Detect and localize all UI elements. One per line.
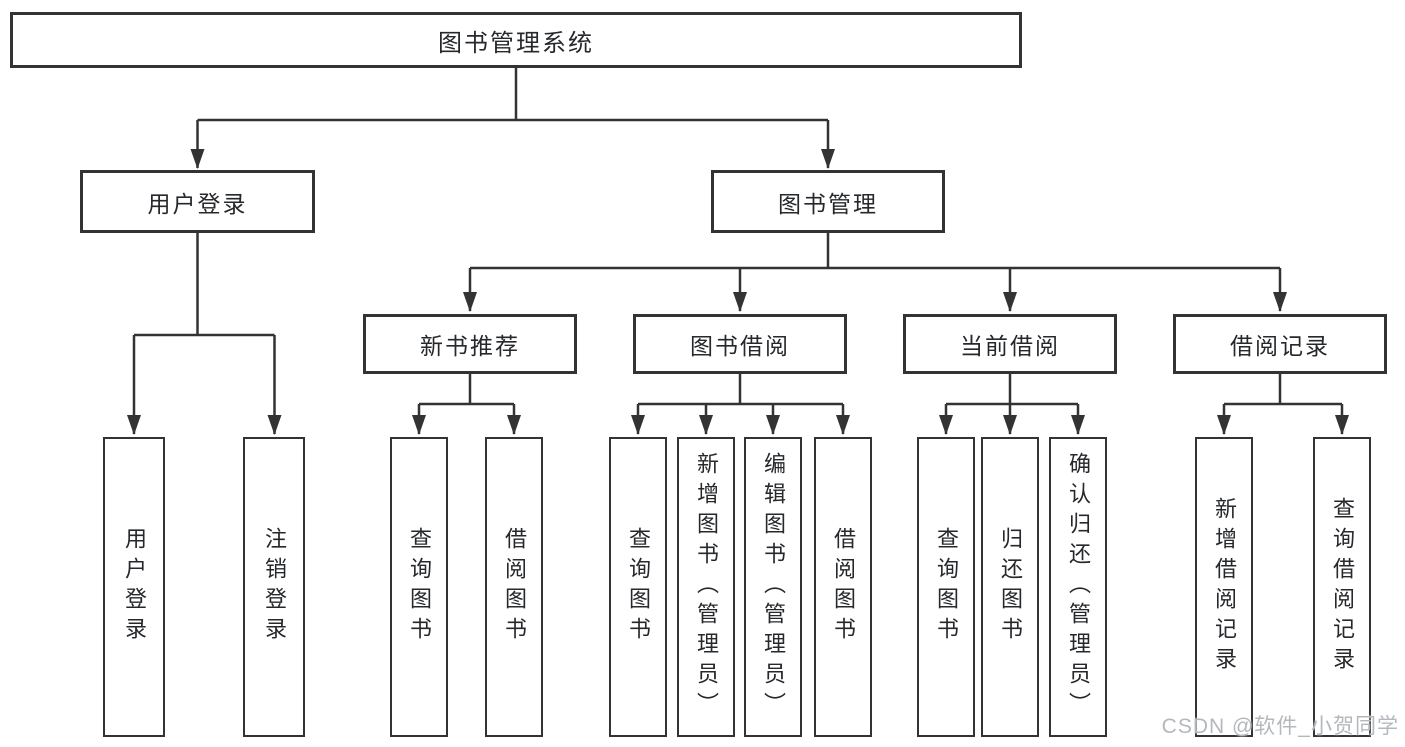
node-leaf-records-add-record: 新增借阅记录 [1195,437,1253,737]
node-leaf-records-add-record-label: 新增借阅记录 [1212,497,1237,677]
node-new-book-recommendation-label: 新书推荐 [420,333,520,359]
node-leaf-borrow-edit-books-admin: 编辑图书（管理员） [744,437,802,737]
node-leaf-borrow-borrow-books-label: 借阅图书 [831,527,856,647]
node-leaf-recommend-borrow-books-label: 借阅图书 [502,527,527,647]
node-leaf-current-query-books-label: 查询图书 [934,527,959,647]
node-library-system: 图书管理系统 [10,12,1022,68]
node-leaf-current-return-books-label: 归还图书 [998,527,1023,647]
node-leaf-current-query-books: 查询图书 [917,437,975,737]
node-leaf-borrow-query-books-label: 查询图书 [626,527,651,647]
node-book-borrowing-label: 图书借阅 [690,333,790,359]
tree-arrowheads [127,120,1349,435]
node-leaf-recommend-query-books-label: 查询图书 [407,527,432,647]
node-borrowing-records: 借阅记录 [1173,314,1387,374]
node-new-book-recommendation: 新书推荐 [363,314,577,374]
node-leaf-borrow-add-books-admin-label: 新增图书（管理员） [694,452,719,722]
node-leaf-current-confirm-return-admin: 确认归还（管理员） [1049,437,1107,737]
node-book-management-label: 图书管理 [778,190,878,217]
node-leaf-borrow-edit-books-admin-label: 编辑图书（管理员） [761,452,786,722]
node-leaf-borrow-query-books: 查询图书 [609,437,667,737]
node-current-borrowing-label: 当前借阅 [960,333,1060,359]
node-current-borrowing: 当前借阅 [903,314,1117,374]
node-user-login-label: 用户登录 [147,190,248,217]
node-borrowing-records-label: 借阅记录 [1230,333,1330,359]
node-book-management: 图书管理 [711,170,945,233]
node-leaf-current-return-books: 归还图书 [981,437,1039,737]
node-leaf-records-query-record-label: 查询借阅记录 [1330,497,1355,677]
node-leaf-borrow-borrow-books: 借阅图书 [814,437,872,737]
node-leaf-current-confirm-return-admin-label: 确认归还（管理员） [1066,452,1091,722]
node-leaf-recommend-query-books: 查询图书 [390,437,448,737]
node-leaf-user-login-label: 用户登录 [122,527,147,647]
node-leaf-recommend-borrow-books: 借阅图书 [485,437,543,737]
node-leaf-records-query-record: 查询借阅记录 [1313,437,1371,737]
node-user-login: 用户登录 [80,170,315,233]
node-book-borrowing: 图书借阅 [633,314,847,374]
node-leaf-logout: 注销登录 [243,437,305,737]
tree-edge-lines [134,68,1342,406]
node-leaf-borrow-add-books-admin: 新增图书（管理员） [677,437,735,737]
node-leaf-user-login: 用户登录 [103,437,165,737]
node-library-system-label: 图书管理系统 [438,29,594,57]
node-leaf-logout-label: 注销登录 [262,527,287,647]
csdn-watermark: CSDN @软件_小贺同学 [1161,715,1399,738]
